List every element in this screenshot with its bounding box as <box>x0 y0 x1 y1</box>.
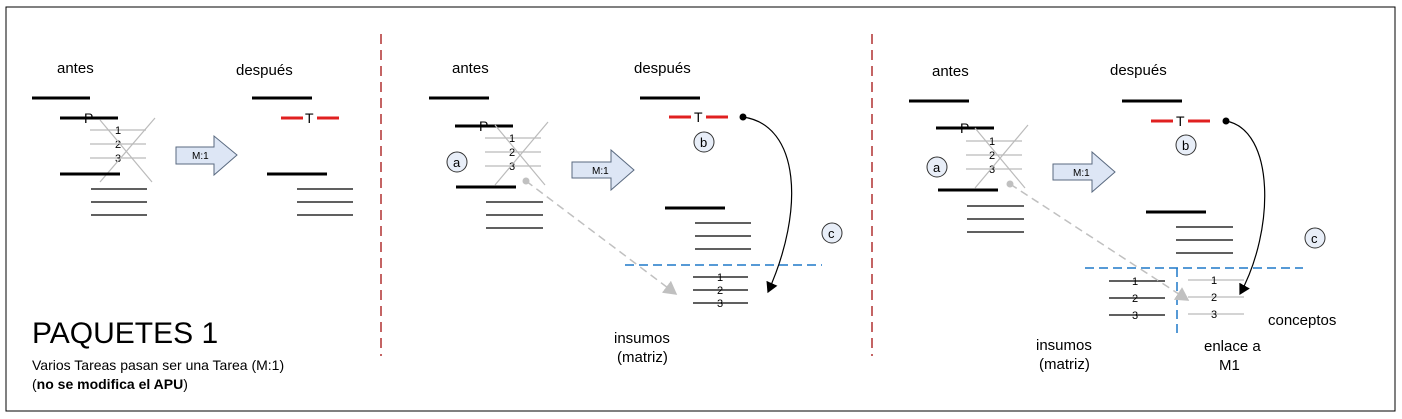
item-number: 2 <box>509 147 515 159</box>
diagram-title: PAQUETES 1 <box>32 317 218 350</box>
transform-label: M:1 <box>592 166 609 177</box>
link-curve-arrow <box>1225 120 1266 296</box>
item-number: 2 <box>115 139 121 151</box>
item-number: 1 <box>115 125 121 137</box>
before-label: antes <box>452 60 489 77</box>
marker-a-label: a <box>933 160 941 175</box>
item-number: 1 <box>989 136 995 148</box>
matrix-number: 3 <box>1132 310 1138 322</box>
matrix-number: 1 <box>1132 276 1138 288</box>
concept-number: 1 <box>1211 275 1217 287</box>
insumos-label: insumos <box>614 330 670 347</box>
after-label: después <box>634 60 691 77</box>
marker-b-label: b <box>1182 138 1189 153</box>
package-p-label: P <box>960 120 969 136</box>
panel-1: antes después P 1 2 3 M:1 T <box>32 60 353 216</box>
diagram-subtitle: Varios Tareas pasan ser una Tarea (M:1) <box>32 357 284 373</box>
insumos-label: insumos <box>1036 337 1092 354</box>
after-label: después <box>236 62 293 79</box>
strike-mark <box>494 124 546 186</box>
new-task-t-label: T <box>1176 113 1185 129</box>
marker-b <box>1175 134 1197 156</box>
marker-b-label: b <box>700 135 707 150</box>
concept-number: 3 <box>1211 309 1217 321</box>
transform-arrow <box>175 134 238 177</box>
panel-2: antes después P 1 2 3 a M:1 T b <box>429 60 843 366</box>
before-label: antes <box>57 60 94 77</box>
marker-c-label: c <box>1311 231 1318 246</box>
matrix-number: 3 <box>717 298 723 310</box>
link-label-line2: M1 <box>1219 357 1240 374</box>
diagram-note: (no se modifica el APU) <box>32 376 188 392</box>
item-number: 2 <box>989 150 995 162</box>
marker-c-label: c <box>828 226 835 241</box>
panel-3: antes después P 1 2 3 a M:1 T b <box>909 62 1336 374</box>
strike-mark <box>974 124 1029 189</box>
transform-label: M:1 <box>192 151 209 162</box>
transform-arrow <box>571 148 635 192</box>
transform-label: M:1 <box>1073 168 1090 179</box>
link-curve-arrow <box>742 116 793 294</box>
matrix-number: 2 <box>1132 293 1138 305</box>
after-label: después <box>1110 62 1167 79</box>
before-label: antes <box>932 63 969 80</box>
marker-c <box>1304 227 1326 249</box>
strike-mark <box>99 119 153 183</box>
marker-a <box>446 151 468 173</box>
marker-c <box>821 222 843 244</box>
strike-mark <box>494 121 549 186</box>
dashed-link-arrow <box>525 180 678 295</box>
link-label: enlace a <box>1204 338 1261 355</box>
item-number: 3 <box>509 161 515 173</box>
package-p-label: P <box>84 110 93 126</box>
new-task-t-label: T <box>305 110 314 126</box>
item-number: 1 <box>509 133 515 145</box>
insumos-label-line2: (matriz) <box>617 349 668 366</box>
package-p-label: P <box>479 118 488 134</box>
matrix-number: 1 <box>717 272 723 284</box>
concepts-label: conceptos <box>1268 312 1336 329</box>
concept-number: 2 <box>1211 292 1217 304</box>
marker-a <box>926 156 948 178</box>
transform-arrow <box>1052 150 1116 194</box>
dashed-link-arrow <box>1009 183 1190 301</box>
strike-mark <box>974 127 1026 189</box>
insumos-label-line2: (matriz) <box>1039 356 1090 373</box>
strike-mark <box>99 117 156 183</box>
marker-b <box>693 131 715 153</box>
item-number: 3 <box>989 164 995 176</box>
marker-a-label: a <box>453 155 461 170</box>
new-task-t-label: T <box>694 109 703 125</box>
item-number: 3 <box>115 153 121 165</box>
diagram-frame <box>5 6 1396 412</box>
matrix-number: 2 <box>717 285 723 297</box>
